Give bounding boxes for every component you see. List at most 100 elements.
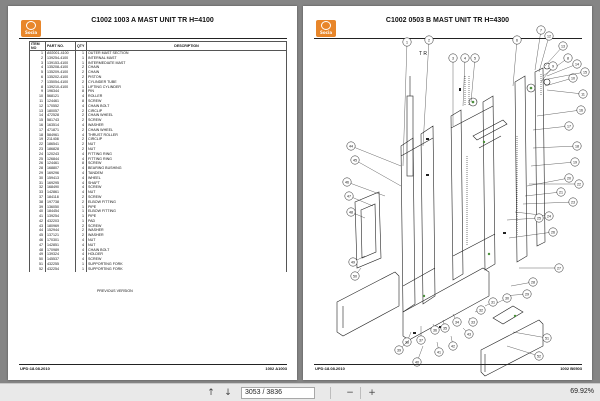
description-cell: CHAIN BOLT: [86, 103, 287, 109]
minus-icon[interactable]: −: [346, 388, 354, 398]
callout-number: 50: [353, 274, 357, 278]
description-cell: SCREW: [86, 185, 287, 191]
description-cell: NUT: [86, 146, 287, 152]
description-cell: PAD: [86, 218, 287, 224]
callout-bubble: [488, 297, 498, 307]
callout-leader: [470, 57, 476, 103]
callout-bubble: [534, 213, 544, 223]
callout-bubble: [542, 333, 552, 343]
down-arrow-icon[interactable]: ↓: [224, 388, 232, 398]
callout-bubble: [502, 293, 512, 303]
callout-number: 9: [552, 64, 554, 68]
callout-number: 30: [505, 296, 509, 300]
callout-number: 49: [351, 260, 355, 264]
up-arrow-icon[interactable]: ↑: [207, 388, 215, 398]
callout-leader: [524, 191, 562, 197]
plus-icon[interactable]: +: [368, 388, 376, 398]
callout-number: 48: [349, 210, 353, 214]
callout-leader: [526, 177, 570, 187]
callout-number: 47: [347, 194, 351, 198]
brand-logo: Socia: [316, 20, 336, 37]
callout-leader: [532, 125, 570, 131]
description-cell: NUT: [86, 238, 287, 243]
callout-number: 6: [516, 38, 518, 42]
page-indicator-input[interactable]: 3053 / 3836: [241, 387, 315, 399]
callout-leader: [534, 29, 542, 71]
description-cell: CHAIN: [86, 65, 287, 71]
callout-leader: [462, 57, 466, 107]
callout-leader: [530, 161, 576, 167]
callout-bubble: [452, 317, 462, 327]
callout-number: 16: [579, 108, 583, 112]
page-code: 1002 A1003: [265, 366, 287, 371]
callout-bubble: [548, 61, 558, 71]
callout-bubble: [402, 37, 412, 47]
callout-leader: [422, 39, 430, 147]
description-cell: NUT: [86, 190, 287, 195]
description-cell: THRUST ROLLER: [86, 132, 287, 138]
column-header-item: ITEM NO: [29, 41, 46, 51]
callout-bubble: [568, 197, 578, 207]
viewer-toolbar: ↑ ↓ 3053 / 3836 − + 69.92%: [0, 383, 600, 401]
callout-bubble: [350, 155, 360, 165]
callout-number: 28: [531, 280, 535, 284]
callout-bubble: [580, 67, 590, 77]
callout-bubble: [564, 121, 574, 131]
callout-leader: [522, 201, 574, 205]
description-cell: FITTING RING: [86, 151, 287, 157]
description-cell: ELBOW FITTING: [86, 209, 287, 215]
callout-bubble: [554, 263, 564, 273]
callout-bubble: [342, 177, 352, 187]
page-title: C1002 1003 A MAST UNIT TR H=4100: [91, 17, 214, 24]
item-number-cell: 52: [29, 266, 46, 272]
callout-number: 7: [540, 28, 542, 32]
callout-bubble: [448, 53, 458, 63]
callout-number: 38: [405, 340, 409, 344]
callout-bubble: [346, 207, 356, 217]
callout-bubble: [536, 25, 546, 35]
callout-leader: [506, 217, 540, 221]
callout-number: 1: [406, 40, 408, 44]
zoom-level[interactable]: 69.92%: [570, 388, 594, 395]
description-cell: CHAIN WHEEL: [86, 113, 287, 119]
quantity-cell: 1: [75, 266, 87, 272]
callout-bubble: [394, 345, 404, 355]
callout-number: 11: [581, 92, 585, 96]
description-cell: SUPPORTING FORK: [86, 266, 287, 272]
header-rule: [314, 38, 582, 39]
description-cell: ROLLER: [86, 94, 287, 99]
callout-bubble: [460, 53, 470, 63]
callout-number: 39: [397, 348, 401, 352]
callout-number: 44: [349, 144, 353, 148]
description-cell: PIN: [86, 89, 287, 95]
callout-leader: [532, 145, 578, 149]
description-cell: SCREW: [86, 98, 287, 104]
description-cell: WASHER: [86, 228, 287, 234]
callout-number: 37: [419, 338, 423, 342]
callout-number: 35: [443, 326, 447, 330]
callout-number: 52: [537, 354, 541, 358]
diagram-label: T R: [419, 51, 427, 57]
description-cell: PIPE: [86, 214, 287, 219]
